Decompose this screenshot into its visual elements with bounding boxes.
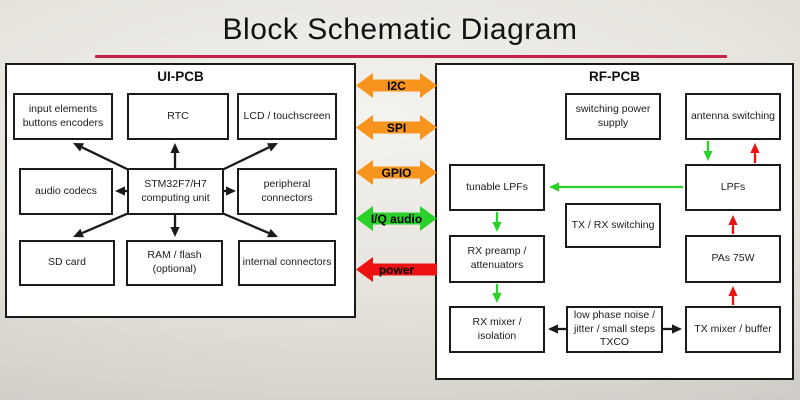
box-rtc: RTC: [127, 93, 229, 140]
double-arrow-icon: [356, 206, 437, 231]
bus-label-spi: SPI: [386, 120, 407, 135]
box-rx-mixer-isolation: RX mixer / isolation: [449, 306, 545, 353]
bus-arrow-power: power: [356, 256, 437, 283]
bus-arrow-gpio: GPIO: [356, 159, 437, 186]
box-switching-power-supply: switching power supply: [565, 93, 661, 140]
box-txco: low phase noise / jitter / small steps T…: [566, 306, 663, 353]
left-arrow-icon: [356, 257, 437, 282]
box-lpfs: LPFs: [685, 164, 781, 211]
box-audio-codecs: audio codecs: [19, 168, 113, 215]
box-antenna-switching: antenna switching: [685, 93, 781, 140]
box-rx-preamp-attenuators: RX preamp / attenuators: [449, 235, 545, 283]
box-pas-75w: PAs 75W: [685, 235, 781, 283]
page-title: Block Schematic Diagram: [222, 13, 578, 46]
bus-arrow-i2c: I2C: [356, 72, 437, 99]
box-lcd-touchscreen: LCD / touchscreen: [237, 93, 337, 140]
bus-label-i2c: I2C: [387, 78, 406, 93]
box-ram-flash: RAM / flash (optional): [126, 240, 223, 286]
ui-pcb-panel: UI-PCB input elements buttons encoders R…: [5, 63, 356, 318]
box-internal-connectors: internal connectors: [238, 240, 336, 286]
double-arrow-icon: [356, 115, 437, 140]
box-input-elements: input elements buttons encoders: [13, 93, 113, 140]
bus-label-gpio: GPIO: [381, 165, 412, 180]
double-arrow-icon: [356, 73, 437, 98]
box-tunable-lpfs: tunable LPFs: [449, 164, 545, 211]
box-tx-mixer-buffer: TX mixer / buffer: [685, 306, 781, 353]
double-arrow-icon: [356, 160, 437, 185]
bus-label-power: power: [378, 262, 415, 277]
box-sd-card: SD card: [19, 240, 115, 286]
box-stm32-computing-unit: STM32F7/H7 computing unit: [127, 168, 224, 215]
box-peripheral-connectors: peripheral connectors: [237, 168, 337, 215]
rf-pcb-title: RF-PCB: [589, 69, 640, 84]
title-underline: [95, 55, 727, 58]
box-tx-rx-switching: TX / RX switching: [565, 203, 661, 248]
bus-arrow-iq-audio: I/Q audio: [356, 205, 437, 232]
ui-pcb-title: UI-PCB: [157, 69, 204, 84]
bus-arrow-spi: SPI: [356, 114, 437, 141]
bus-label-iq-audio: I/Q audio: [370, 211, 423, 226]
rf-pcb-panel: RF-PCB switching power supply antenna sw…: [435, 63, 794, 380]
